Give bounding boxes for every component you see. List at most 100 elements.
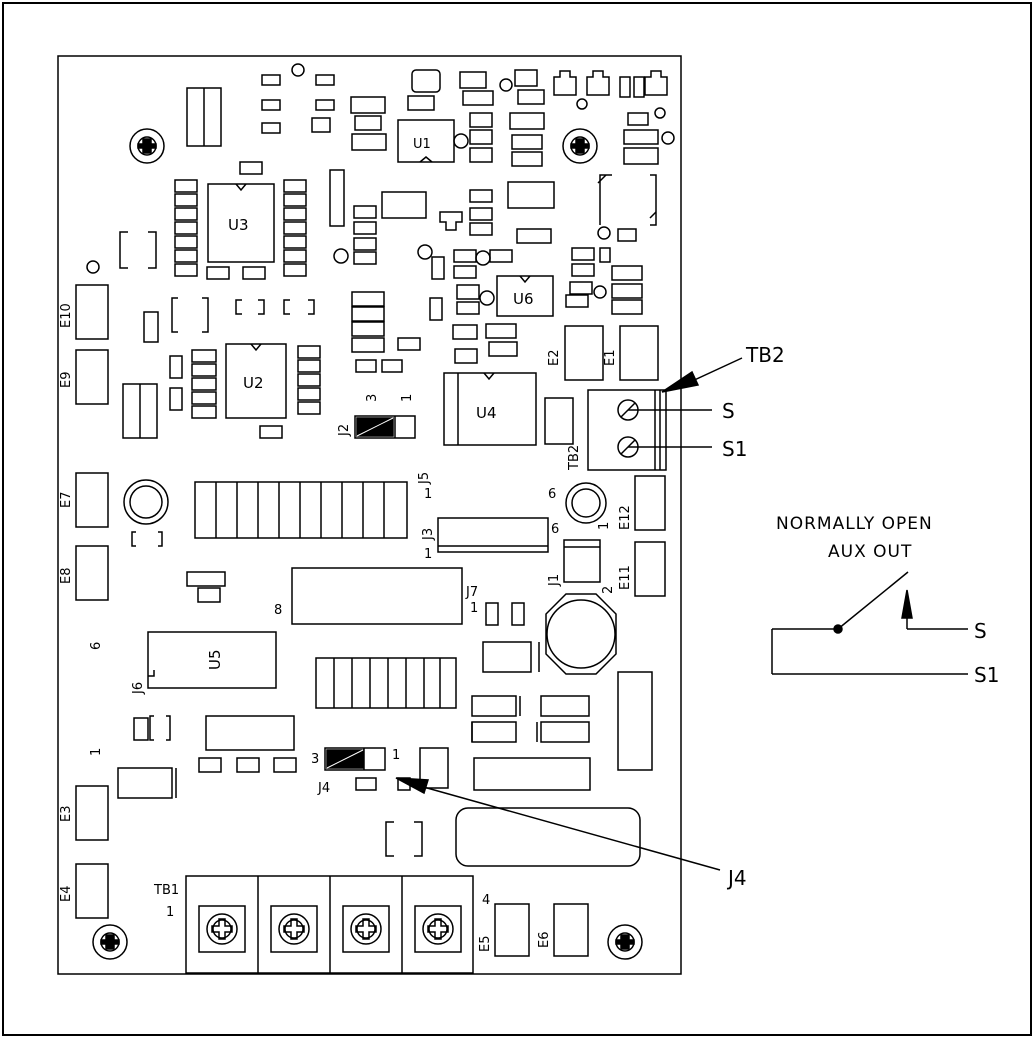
terminal-e8 (75, 545, 109, 601)
potentiometer-left (123, 479, 169, 547)
label-e1: E1 (603, 350, 618, 367)
label-e3: E3 (59, 806, 74, 823)
label-j3: J3 (421, 528, 436, 541)
connector-j5 (194, 481, 408, 539)
terminal-e6 (553, 903, 589, 957)
pin-j7-1: 1 (470, 601, 478, 616)
label-e2: E2 (547, 350, 562, 367)
label-u2: U2 (243, 374, 264, 392)
callout-tb2-label: TB2 (745, 343, 785, 367)
aux-title-line2: AUX OUT (828, 542, 912, 562)
label-u5: U5 (206, 649, 224, 670)
terminal-block-tb2 (587, 389, 667, 471)
pin-tb1-1: 1 (166, 905, 174, 920)
resistor-arrays-u3 (174, 161, 427, 280)
aux-s-label: S (974, 619, 987, 643)
label-e12: E12 (618, 505, 633, 530)
pin-j3-6b: 6 (551, 522, 559, 537)
parts-u2-area (122, 291, 421, 439)
parts-lower-left (117, 715, 423, 857)
mounting-hole (562, 128, 598, 164)
ic-u2 (225, 343, 287, 419)
label-e6: E6 (537, 932, 552, 949)
pin-j6-1: 1 (89, 748, 104, 756)
label-tb1: TB1 (153, 883, 179, 898)
terminal-e4 (75, 863, 109, 919)
terminal-e11 (634, 541, 666, 597)
label-j1: J1 (547, 574, 562, 587)
pin-e8-6: 6 (89, 642, 104, 650)
ic-u5-notch (148, 670, 155, 677)
label-e4: E4 (59, 886, 74, 903)
capacitor-large (545, 593, 617, 675)
smd-parts-top (186, 63, 675, 167)
label-j2: J2 (337, 424, 352, 437)
terminal-e9 (75, 349, 109, 405)
pin-j4-3: 3 (311, 752, 319, 767)
mounting-hole (92, 924, 128, 960)
terminal-e12 (634, 475, 666, 531)
parts-near-j7 (186, 571, 525, 626)
pin-j5-1: 1 (424, 487, 432, 502)
pin-tb1-4: 4 (482, 893, 490, 908)
terminal-block-tb1 (185, 875, 474, 974)
ic-u3 (207, 183, 275, 263)
pin-j3-6a: 6 (548, 487, 556, 502)
connector-bank-middle (315, 657, 457, 709)
pin-j1-1: 1 (597, 522, 612, 530)
pin-j2-3: 3 (365, 394, 380, 402)
aux-title-line1: NORMALLY OPEN (776, 514, 933, 534)
callout-s-label: S (722, 399, 735, 423)
label-j6: J6 (131, 682, 146, 695)
label-e8: E8 (59, 568, 74, 585)
potentiometer-right (565, 482, 607, 524)
label-u6: U6 (513, 290, 534, 308)
label-e9: E9 (59, 372, 74, 389)
jumper-j1 (563, 539, 601, 583)
aux-switch-symbol (771, 571, 968, 675)
label-u3: U3 (228, 216, 249, 234)
label-u1: U1 (413, 137, 431, 152)
ic-u6 (496, 275, 554, 317)
terminal-e7 (75, 472, 109, 528)
label-e7: E7 (59, 492, 74, 509)
label-j5: J5 (417, 472, 432, 485)
jumper-j2 (354, 415, 416, 439)
pcb-outline (57, 55, 682, 975)
label-e5: E5 (478, 936, 493, 953)
terminal-e3 (75, 785, 109, 841)
pin-j3-1: 1 (424, 547, 432, 562)
callout-tb2-arrow (661, 357, 743, 393)
pin-j2-1: 1 (400, 394, 415, 402)
part-rect (544, 397, 574, 445)
parts-middle (417, 174, 657, 364)
parts-right-lower (419, 641, 653, 867)
label-e10: E10 (59, 303, 74, 328)
terminal-e2 (564, 325, 604, 381)
pin-j7-8: 8 (274, 603, 282, 618)
label-j4-board: J4 (317, 781, 330, 796)
callout-j4-arrow (395, 777, 721, 871)
ic-u1 (397, 119, 455, 163)
jumper-j4 (324, 747, 386, 771)
callout-j4-label: J4 (726, 866, 747, 890)
terminal-e5 (494, 903, 530, 957)
ic-u4 (443, 372, 537, 446)
label-tb2-board: TB2 (567, 445, 582, 471)
mounting-hole (607, 924, 643, 960)
capacitor-brackets (86, 231, 315, 333)
label-j7: J7 (465, 585, 478, 600)
pin-j1-2: 2 (601, 586, 616, 594)
label-e11: E11 (618, 565, 633, 590)
callout-s1-label: S1 (722, 437, 747, 461)
aux-s1-label: S1 (974, 663, 999, 687)
ic-u5 (147, 631, 277, 689)
connector-j3 (437, 517, 549, 553)
mounting-hole (129, 128, 165, 164)
terminal-e1 (619, 325, 659, 381)
label-u4: U4 (476, 404, 497, 422)
terminal-e10 (75, 284, 109, 340)
